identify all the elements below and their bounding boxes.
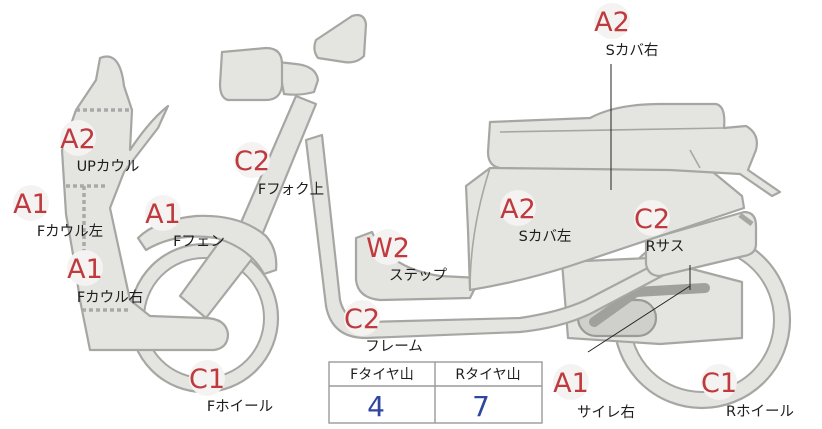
marker-badge-frame <box>344 300 380 336</box>
marker-frame: C2 フレーム <box>344 300 423 355</box>
marker-badge-s-cover-right <box>594 3 630 39</box>
damage-code-s-cover-left: A2 <box>500 194 536 225</box>
part-label-muffler-right: サイレ右 <box>577 404 635 421</box>
damage-code-frame: C2 <box>344 304 380 335</box>
damage-code-f-cowl-right: A1 <box>67 254 103 285</box>
marker-badge-f-cowl-left <box>13 185 49 221</box>
tire-tread-table: Fタイヤ山 Rタイヤ山 4 7 <box>328 361 543 424</box>
part-label-s-cover-right: Sカバ右 <box>606 42 659 59</box>
rear-tread-value: 7 <box>472 390 490 423</box>
marker-muffler-right: A1 サイレ右 <box>553 364 635 421</box>
part-label-f-fork-upper: Fフォク上 <box>258 181 324 198</box>
front-cowl-shape <box>60 55 230 352</box>
part-label-f-cowl-right: Fカウル右 <box>77 289 143 306</box>
damage-code-step: W2 <box>366 233 410 264</box>
front-fender-shape <box>136 214 278 276</box>
damage-code-f-wheel: C1 <box>189 364 225 395</box>
marker-badge-s-cover-left <box>500 190 536 226</box>
marker-badge-f-wheel <box>189 360 225 396</box>
marker-badge-r-suspension <box>634 200 670 236</box>
marker-badge-up-cowl <box>60 120 96 156</box>
part-label-frame: フレーム <box>365 339 423 355</box>
marker-badge-muffler-right <box>553 364 589 400</box>
leader-muffler <box>587 285 691 353</box>
front-tread-header: Fタイヤ山 <box>350 367 414 383</box>
damage-markers: A2UPカウルA1Fカウル左A1Fカウル右A1FフェンC2Fフォク上W2ステップ… <box>13 3 794 421</box>
rear-tread-header: Rタイヤ山 <box>455 367 520 383</box>
damage-code-muffler-right: A1 <box>553 368 589 399</box>
marker-badge-r-wheel <box>701 364 737 400</box>
part-label-step: ステップ <box>389 267 447 284</box>
damage-code-r-suspension: C2 <box>634 204 670 235</box>
part-label-f-cowl-left: Fカウル左 <box>37 223 103 240</box>
damage-code-f-cowl-left: A1 <box>13 189 49 220</box>
marker-badge-f-cowl-right <box>67 250 103 286</box>
marker-badge-step <box>370 229 406 265</box>
damage-code-s-cover-right: A2 <box>594 7 630 38</box>
marker-badge-f-fender <box>145 195 181 231</box>
part-label-f-wheel: Fホイール <box>207 399 273 415</box>
damage-code-f-fork-upper: C2 <box>234 146 270 177</box>
damage-code-f-fender: A1 <box>145 199 181 230</box>
side-cover-shape <box>464 166 746 292</box>
part-label-up-cowl: UPカウル <box>77 158 140 175</box>
part-label-r-suspension: Rサス <box>646 239 685 255</box>
front-tread-value: 4 <box>367 390 385 423</box>
leader-lines <box>587 64 691 353</box>
damage-code-r-wheel: C1 <box>701 368 737 399</box>
marker-badge-f-fork-upper <box>234 142 270 178</box>
part-label-f-fender: Fフェン <box>173 234 225 250</box>
seat-shape <box>486 102 782 198</box>
marker-step: W2 ステップ <box>366 229 447 284</box>
damage-code-up-cowl: A2 <box>60 124 96 155</box>
part-label-s-cover-left: Sカバ左 <box>519 228 572 245</box>
part-label-r-wheel: Rホイール <box>726 404 794 420</box>
handlebar-shape <box>218 13 368 102</box>
